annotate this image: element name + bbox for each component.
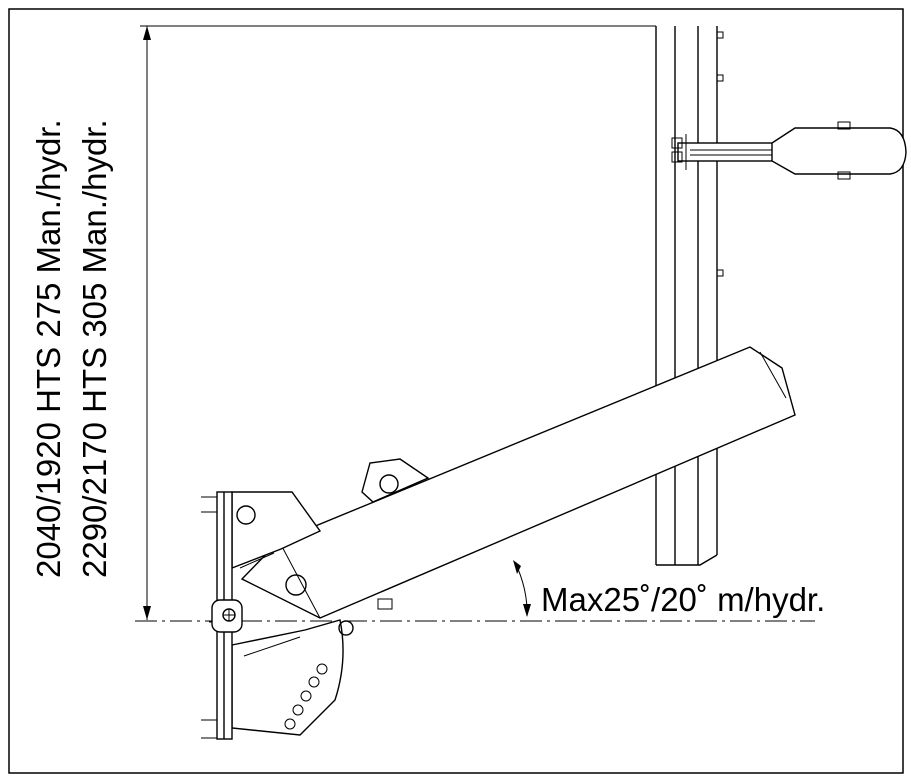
height-dimension [140,25,656,620]
boom-lug [361,458,430,503]
pivot-pin [211,599,243,633]
angle-arrow [513,560,531,617]
drawing-border [8,8,904,774]
height-label-1: 2040/1920 HTS 275 Man./hydr. [30,119,67,578]
boom-arm [240,346,796,619]
height-label-2: 2290/2170 HTS 305 Man./hydr. [76,119,113,578]
hydraulic-cylinder [671,121,907,180]
mounting-post [655,26,724,566]
frame-plate [231,491,393,736]
angle-label: Max25˚/20˚ m/hydr. [541,581,826,618]
